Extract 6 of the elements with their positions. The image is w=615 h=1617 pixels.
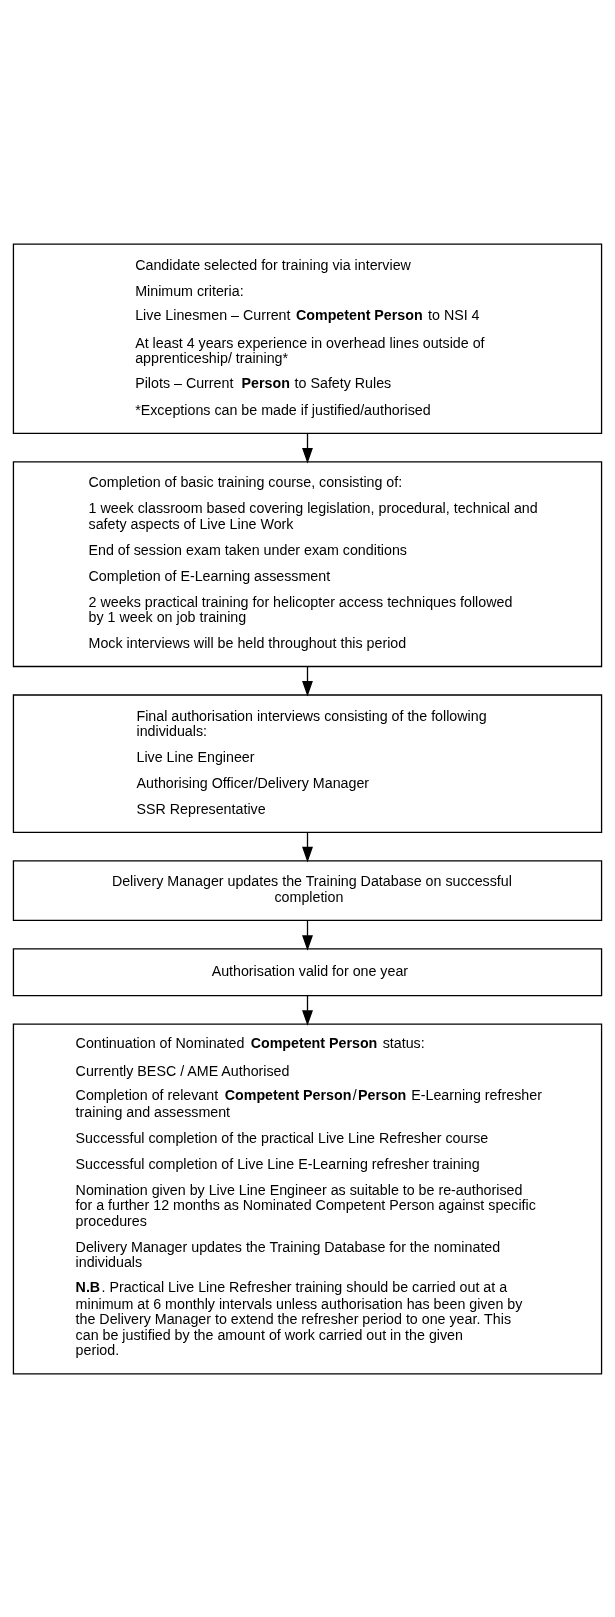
node-box: Continuation of Nominated Competent Person status: Currently BESC / AME Authorised Completion of relevant Competent Person/Person E-Learning refresher training and assessment Successful completion of the practical Live Line Refresher course Successful completion of Live Line E-Learning refresher training Nomination given by Live Line Engineer as suitable to be re-authorised for a further 12 months as Nominated Competent Person against specific procedures Delivery Manager updates the Training Database for the nominated individuals N.B. Practical Live Line Refresher training should be carried out at a minimum at 6 monthly intervals unless authorisation has been given by the Delivery Manager to extend the refresher period to one year. This can be justified by the amount of work carried out in the given period.: [12, 1022, 603, 1374]
node-box: Completion of basic training course, consisting of: 1 week classroom based covering legislation, procedural, technical and safety aspects of Live Line Work End of session exam taken under exam conditions Completion of E-Learning assessment 2 weeks practical training for helicopter access techniques followed by 1 week on job training Mock interviews will be held throughout this period: [12, 460, 603, 667]
node-box: Final authorisation interviews consisting of the following individuals: Live Line Engineer Authorising Officer/Delivery Manager SSR Representative: [12, 693, 603, 833]
node-box: Authorisation valid for one year: [12, 947, 603, 996]
node-box: Delivery Manager updates the Training Database on successful completion: [12, 859, 603, 921]
node-box: Candidate selected for training via interview Minimum criteria: Live Linesmen – Current Competent Person to NSI 4 At least 4 years experience in overhead lines outside of apprenticeship/ training* Pilots – Current Person to Safety Rules *Exceptions can be made if justified/authorised: [12, 243, 603, 434]
